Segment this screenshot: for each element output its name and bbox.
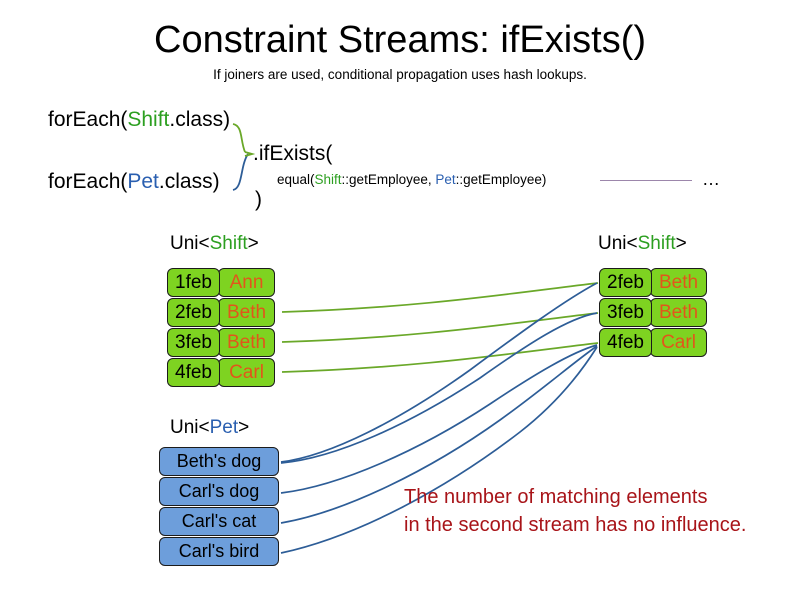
- code-equal-joiner: equal(Shift::getEmployee, Pet::getEmploy…: [277, 171, 546, 188]
- table-row: Carl's cat: [159, 507, 279, 536]
- table-row: 4feb Carl: [167, 358, 275, 387]
- equal-left-type: Shift: [314, 172, 342, 187]
- cell-name: Beth: [650, 268, 707, 297]
- trailing-line: [600, 180, 692, 181]
- annotation-note: The number of matching elements in the s…: [404, 483, 746, 539]
- foreach-shift-prefix: forEach(: [48, 108, 128, 131]
- hdr-shift-right-prefix: Uni<: [598, 233, 638, 254]
- cell-pet: Beth's dog: [159, 447, 279, 476]
- stream-header-pet: Uni<Pet>: [170, 416, 249, 439]
- brace-connector: [232, 123, 256, 191]
- cell-date: 2feb: [599, 268, 652, 297]
- stream-header-shift-right: Uni<Shift>: [598, 232, 687, 255]
- hdr-pet-suffix: >: [238, 417, 250, 438]
- foreach-pet-type: Pet: [127, 170, 159, 193]
- cell-date: 3feb: [599, 298, 652, 327]
- hdr-pet-type: Pet: [209, 417, 239, 438]
- hdr-shift-left-prefix: Uni<: [170, 233, 210, 254]
- hdr-pet-prefix: Uni<: [170, 417, 210, 438]
- annotation-line-1: The number of matching elements: [404, 486, 708, 508]
- hdr-shift-right-suffix: >: [675, 233, 687, 254]
- table-shift-right: 2feb Beth 3feb Beth 4feb Carl: [599, 268, 707, 358]
- foreach-shift-type: Shift: [127, 108, 170, 131]
- code-foreach-shift: forEach(Shift.class): [48, 108, 230, 132]
- table-row: 3feb Beth: [599, 298, 707, 327]
- hdr-shift-left-suffix: >: [247, 233, 259, 254]
- cell-pet: Carl's cat: [159, 507, 279, 536]
- cell-date: 1feb: [167, 268, 220, 297]
- trailing-ellipsis: …: [702, 169, 720, 189]
- table-row: 2feb Beth: [167, 298, 275, 327]
- cell-name: Carl: [650, 328, 707, 357]
- cell-name: Ann: [218, 268, 275, 297]
- cell-date: 2feb: [167, 298, 220, 327]
- equal-left-method: ::getEmployee,: [341, 172, 436, 187]
- hdr-shift-right-type: Shift: [637, 233, 676, 254]
- table-row: 4feb Carl: [599, 328, 707, 357]
- cell-name: Beth: [218, 328, 275, 357]
- code-ifexists: .ifExists(: [253, 142, 333, 165]
- table-row: Carl's dog: [159, 477, 279, 506]
- cell-date: 3feb: [167, 328, 220, 357]
- equal-right-method: ::getEmployee): [455, 172, 547, 187]
- table-row: 2feb Beth: [599, 268, 707, 297]
- cell-pet: Carl's bird: [159, 537, 279, 566]
- cell-name: Beth: [650, 298, 707, 327]
- page-title: Constraint Streams: ifExists(): [154, 19, 646, 61]
- equal-right-type: Pet: [435, 172, 456, 187]
- page-subtitle: If joiners are used, conditional propaga…: [213, 67, 587, 82]
- table-shift-left: 1feb Ann 2feb Beth 3feb Beth 4feb Carl: [167, 268, 275, 388]
- equal-prefix: equal(: [277, 172, 315, 187]
- foreach-shift-suffix: .class): [169, 108, 231, 131]
- code-foreach-pet: forEach(Pet.class): [48, 170, 220, 194]
- table-row: Carl's bird: [159, 537, 279, 566]
- cell-date: 4feb: [167, 358, 220, 387]
- stream-header-shift-left: Uni<Shift>: [170, 232, 259, 255]
- table-row: 3feb Beth: [167, 328, 275, 357]
- table-row: 1feb Ann: [167, 268, 275, 297]
- cell-name: Beth: [218, 298, 275, 327]
- foreach-pet-suffix: .class): [158, 170, 220, 193]
- foreach-pet-prefix: forEach(: [48, 170, 128, 193]
- table-pet: Beth's dog Carl's dog Carl's cat Carl's …: [159, 447, 279, 567]
- cell-date: 4feb: [599, 328, 652, 357]
- cell-name: Carl: [218, 358, 275, 387]
- table-row: Beth's dog: [159, 447, 279, 476]
- shift-match-wires: [281, 282, 599, 373]
- code-close-paren: ): [255, 188, 262, 211]
- annotation-line-2: in the second stream has no influence.: [404, 514, 747, 536]
- hdr-shift-left-type: Shift: [209, 233, 248, 254]
- cell-pet: Carl's dog: [159, 477, 279, 506]
